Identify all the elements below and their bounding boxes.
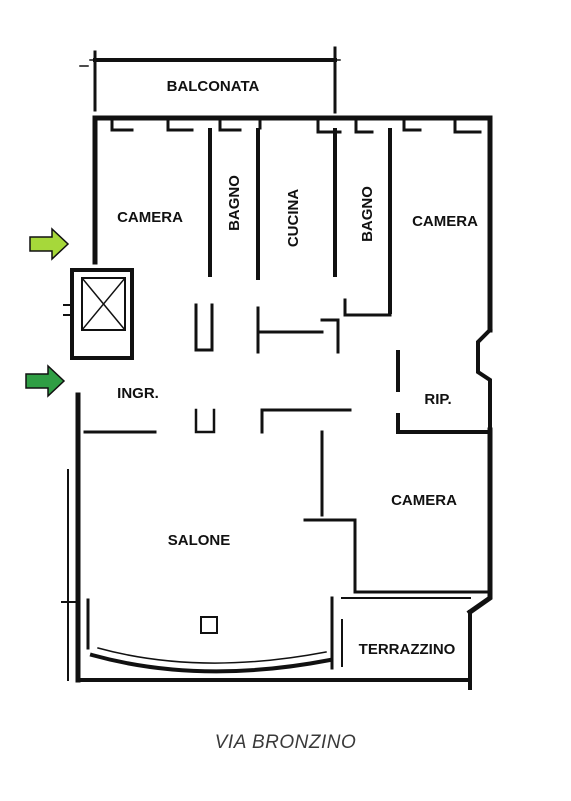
room-label-salone: SALONE [168,532,231,549]
room-label-ingresso: INGR. [117,385,159,402]
room-label-terrazzino: TERRAZZINO [359,641,456,658]
room-label-camera-top-right: CAMERA [412,213,478,230]
entrance-arrow-main [25,364,66,398]
room-label-cucina: CUCINA [285,189,302,247]
room-label-balconata: BALCONATA [167,78,260,95]
street-label: VIA BRONZINO [214,732,357,753]
room-label-camera-right: CAMERA [391,492,457,509]
room-label-camera-top-left: CAMERA [117,209,183,226]
room-label-ripostiglio: RIP. [424,391,451,408]
entrance-arrow-secondary [29,227,70,261]
walls [61,46,493,690]
room-label-bagno-left: BAGNO [226,175,243,231]
room-label-bagno-right: BAGNO [359,186,376,242]
